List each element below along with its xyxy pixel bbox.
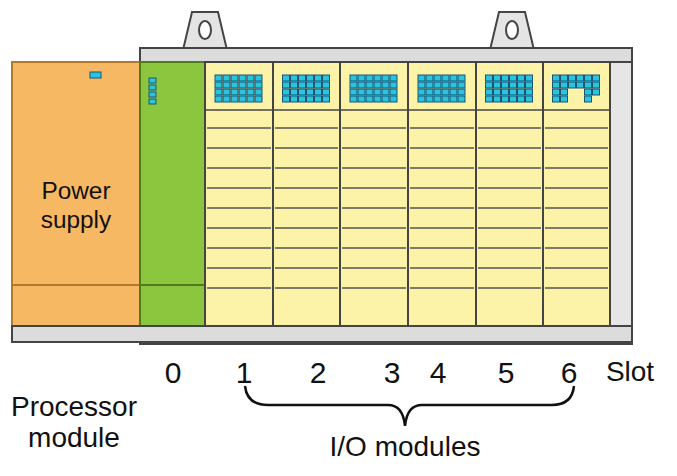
power-supply-module <box>12 62 140 326</box>
io-brace <box>245 386 574 426</box>
power-led <box>90 72 101 78</box>
slot-number: 1 <box>236 356 253 389</box>
io-modules <box>205 62 610 326</box>
mounting-tab <box>183 12 227 50</box>
mounting-hole <box>199 21 211 39</box>
end-cap <box>610 62 632 326</box>
slot-number: 4 <box>430 356 447 389</box>
slot-number: 3 <box>384 356 401 389</box>
processor-indicators <box>149 78 156 104</box>
module-label-box: Power supply <box>12 150 140 260</box>
bottom-rail <box>12 326 632 342</box>
slot-number: 0 <box>165 356 182 389</box>
mounting-hole <box>506 21 518 39</box>
processor-module <box>140 62 205 326</box>
axis-label: Slot <box>606 357 654 388</box>
callout-label: Processor module <box>4 392 144 454</box>
slot-number: 5 <box>498 356 515 389</box>
slot-number: 2 <box>310 356 327 389</box>
chassis <box>140 48 632 344</box>
module-name: Power supply <box>12 176 140 235</box>
slot-number: 6 <box>561 356 578 389</box>
mounting-tab <box>490 12 534 50</box>
callout-label: I/O modules <box>330 432 481 463</box>
